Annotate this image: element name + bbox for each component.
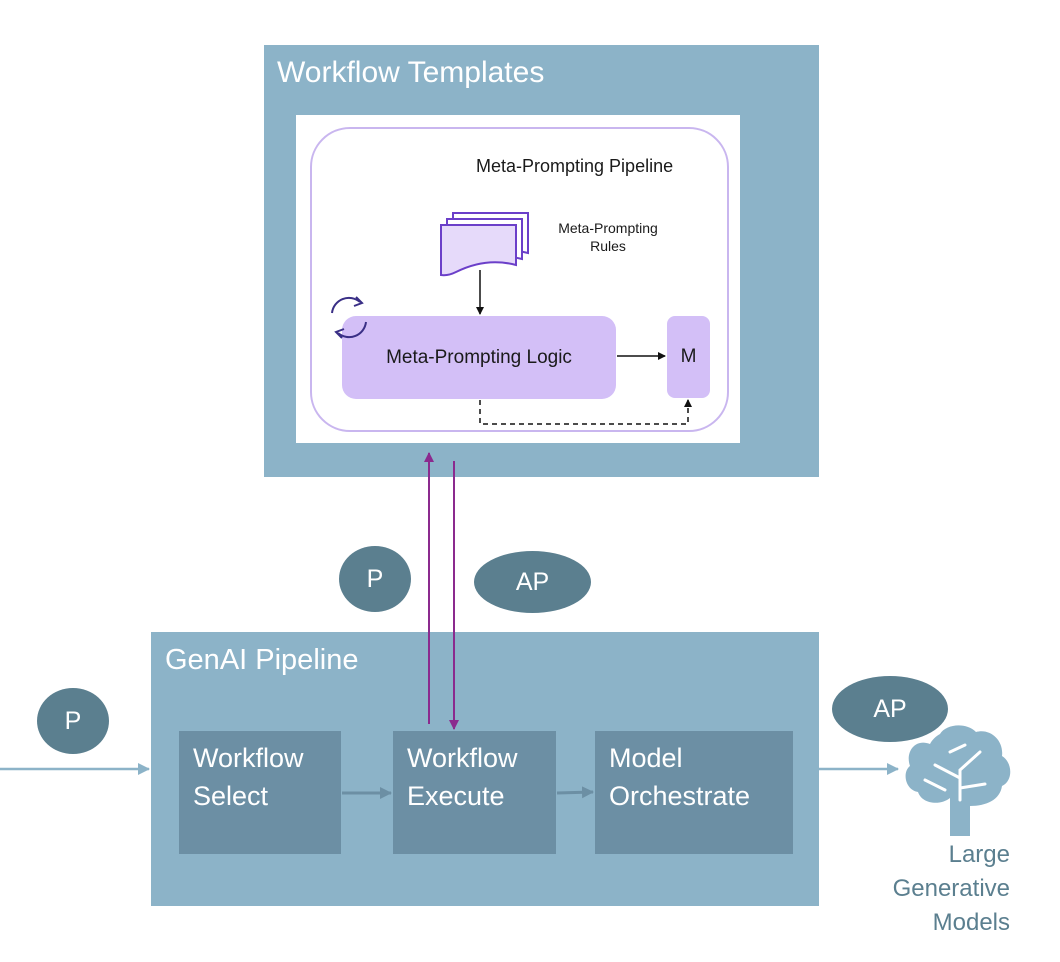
workflow-select-label: Workflow Select bbox=[193, 743, 304, 811]
meta-prompting-rules-label: Meta-Prompting Rules bbox=[558, 220, 658, 254]
exchange-p-badge: P bbox=[339, 546, 411, 612]
genai-pipeline-title: GenAI Pipeline bbox=[165, 644, 359, 676]
refresh-cycle-icon bbox=[331, 296, 367, 339]
feedback-dashed-arrow bbox=[479, 399, 692, 425]
model-orchestrate-stage: Model Orchestrate bbox=[595, 731, 793, 854]
brain-icon bbox=[905, 725, 1011, 836]
workflow-templates-title: Workflow Templates bbox=[277, 56, 545, 89]
exchange-ap-label: AP bbox=[515, 567, 550, 596]
workflow-select-stage: Workflow Select bbox=[179, 731, 341, 854]
model-orchestrate-label: Model Orchestrate bbox=[609, 743, 751, 811]
meta-prompting-logic-label: Meta-Prompting Logic bbox=[386, 346, 572, 368]
meta-prompting-pipeline-frame bbox=[310, 127, 729, 432]
m-label: M bbox=[680, 346, 697, 367]
workflow-execute-stage: Workflow Execute bbox=[393, 731, 556, 854]
output-ap-label: AP bbox=[873, 694, 907, 723]
large-generative-models-label: Large Generative Models bbox=[892, 841, 1010, 936]
execute-to-orchestrate-arrow bbox=[556, 786, 594, 799]
output-ap-badge: AP bbox=[832, 676, 948, 742]
input-p-label: P bbox=[64, 706, 82, 735]
workflow-execute-label: Workflow Execute bbox=[407, 743, 518, 811]
document-stack-icon bbox=[440, 212, 529, 277]
exchange-p-label: P bbox=[366, 564, 384, 593]
meta-prompting-logic-box: Meta-Prompting Logic bbox=[342, 316, 616, 399]
exchange-ap-badge: AP bbox=[474, 551, 591, 613]
m-box: M bbox=[667, 316, 710, 398]
meta-prompting-pipeline-title: Meta-Prompting Pipeline bbox=[476, 156, 674, 176]
input-p-badge: P bbox=[37, 688, 109, 754]
